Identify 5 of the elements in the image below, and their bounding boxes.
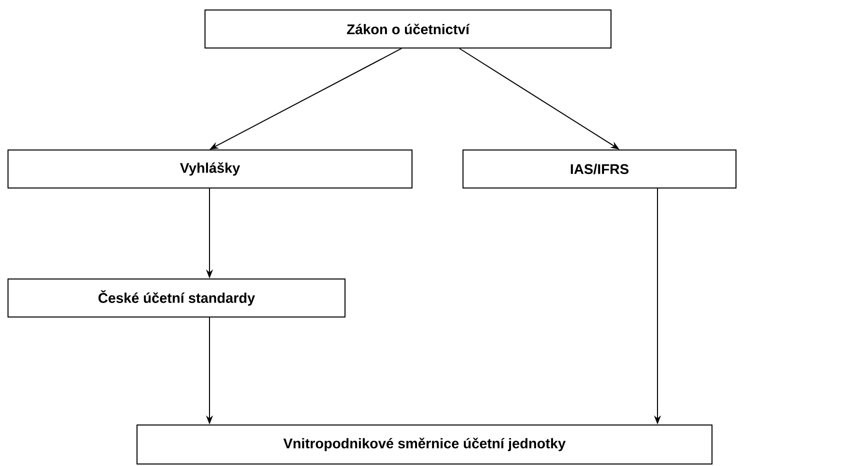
text-box: Vyhlášky	[8, 150, 412, 188]
text-box: České účetní standardy	[8, 278, 346, 318]
text-box: IAS/IFRS	[462, 150, 736, 188]
text-box: Vnitropodnikové směrnice účetní jednotky	[136, 424, 712, 464]
text-box: Zákon o účetnictví	[204, 10, 612, 48]
